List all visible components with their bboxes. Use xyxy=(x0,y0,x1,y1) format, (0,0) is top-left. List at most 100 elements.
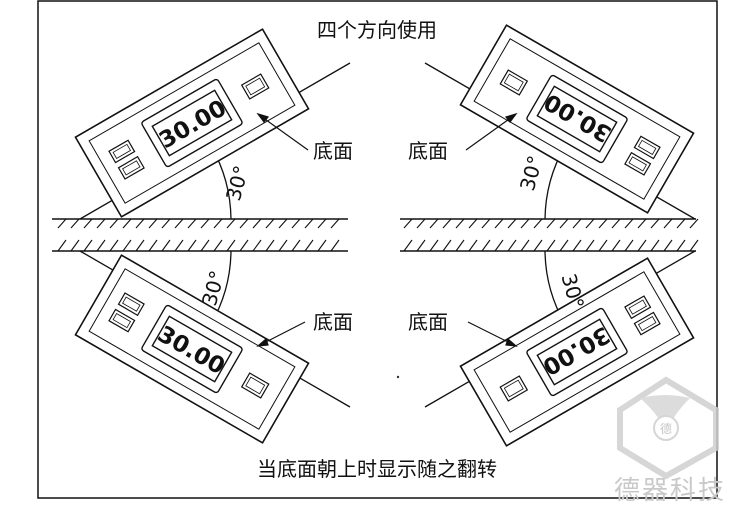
hatch-mark xyxy=(520,218,530,229)
reference-surface-left xyxy=(52,218,348,252)
hatch-mark xyxy=(468,239,478,252)
hatch-mark xyxy=(200,218,210,229)
hatch-mark xyxy=(252,239,262,252)
reference-surface-right xyxy=(400,218,699,252)
bottom-label-top-left: 底面 xyxy=(313,139,353,163)
watermark-seal-char: 德 xyxy=(660,421,672,436)
hatch-mark xyxy=(689,218,699,229)
hatch-mark xyxy=(265,239,275,252)
angle-label-bottom-left: 30° xyxy=(197,268,229,308)
hatch-mark xyxy=(416,218,426,229)
hatch-mark xyxy=(174,239,184,252)
level-device-top-left: 30.00 xyxy=(74,28,310,218)
hatch-mark xyxy=(637,218,647,229)
hatch-mark xyxy=(174,218,184,229)
hatch-mark xyxy=(57,218,67,229)
hatch-mark xyxy=(200,239,210,252)
dot-mark xyxy=(396,375,400,379)
hatch-mark xyxy=(226,239,236,252)
level-device-top-right: 30.00 xyxy=(459,24,695,214)
hatch-mark xyxy=(533,239,543,252)
hatch-mark xyxy=(507,218,517,229)
hatch-mark xyxy=(304,239,314,252)
hatch-mark xyxy=(663,239,673,252)
hatch-mark xyxy=(442,218,452,229)
hatch-mark xyxy=(148,239,158,252)
hatch-mark xyxy=(598,218,608,229)
hatch-mark xyxy=(187,218,197,229)
bottom-label-top-right: 底面 xyxy=(408,139,448,163)
level-device-bottom-left: 30.00 xyxy=(74,254,310,444)
angle-label-top-left: 30° xyxy=(221,163,253,203)
hatch-mark xyxy=(213,218,223,229)
hatch-mark xyxy=(416,239,426,252)
hatch-mark xyxy=(624,239,634,252)
hatch-mark xyxy=(83,218,93,229)
hatch-mark xyxy=(57,239,67,252)
hatch-mark xyxy=(650,239,660,252)
hatch-mark xyxy=(161,239,171,252)
hatch-mark xyxy=(429,239,439,252)
angle-label-bottom-right: 30° xyxy=(557,271,589,311)
watermark-brand: 德器科技 xyxy=(614,476,726,506)
hatch-mark xyxy=(317,218,327,229)
hatch-mark xyxy=(330,239,340,252)
hatch-mark xyxy=(403,218,413,229)
hatch-mark xyxy=(494,239,504,252)
hatch-mark xyxy=(520,239,530,252)
hatch-mark xyxy=(330,218,340,229)
hatch-mark xyxy=(317,239,327,252)
angle-label-top-right: 30° xyxy=(515,153,547,193)
bottom-label-bottom-right: 底面 xyxy=(408,310,448,334)
hatch-mark xyxy=(533,218,543,229)
hatch-mark xyxy=(572,218,582,229)
hatch-mark xyxy=(239,239,249,252)
title: 四个方向使用 xyxy=(317,18,437,42)
hatch-mark xyxy=(455,239,465,252)
hatch-mark xyxy=(252,218,262,229)
hatch-mark xyxy=(213,239,223,252)
hatch-mark xyxy=(187,239,197,252)
hatch-mark xyxy=(291,239,301,252)
hatch-mark xyxy=(481,218,491,229)
hatch-mark xyxy=(96,218,106,229)
hatch-mark xyxy=(598,239,608,252)
hatch-mark xyxy=(109,218,119,229)
bottom-label-bottom-left: 底面 xyxy=(313,310,353,334)
hatch-mark xyxy=(148,218,158,229)
hatch-mark xyxy=(585,239,595,252)
hatch-mark xyxy=(135,239,145,252)
bottom-label-arrows xyxy=(256,112,518,347)
hatch-mark xyxy=(96,239,106,252)
hatch-mark xyxy=(507,239,517,252)
hatch-mark xyxy=(122,239,132,252)
hatch-mark xyxy=(442,239,452,252)
caption: 当底面朝上时显示随之翻转 xyxy=(257,457,497,481)
hatch-mark xyxy=(403,239,413,252)
hatch-mark xyxy=(455,218,465,229)
hatch-mark xyxy=(109,239,119,252)
hatch-mark xyxy=(278,218,288,229)
hatch-mark xyxy=(70,239,80,252)
hatch-mark xyxy=(611,218,621,229)
hatch-mark xyxy=(559,239,569,252)
hatch-mark xyxy=(611,239,621,252)
hatch-mark xyxy=(161,218,171,229)
watermark-logo-icon: 德 xyxy=(617,376,719,480)
hatch-mark xyxy=(481,239,491,252)
hatch-mark xyxy=(70,218,80,229)
hatch-mark xyxy=(429,218,439,229)
hatch-mark xyxy=(546,239,556,252)
hatch-mark xyxy=(239,218,249,229)
hatch-mark xyxy=(676,218,686,229)
hatch-mark xyxy=(83,239,93,252)
hatch-mark xyxy=(650,218,660,229)
outer-frame xyxy=(37,0,718,499)
hatch-mark xyxy=(689,239,699,252)
level-device-bottom-right: 30.00 xyxy=(459,257,695,447)
hatch-mark xyxy=(585,218,595,229)
hatch-mark xyxy=(676,239,686,252)
hatch-mark xyxy=(494,218,504,229)
hatch-mark xyxy=(304,218,314,229)
